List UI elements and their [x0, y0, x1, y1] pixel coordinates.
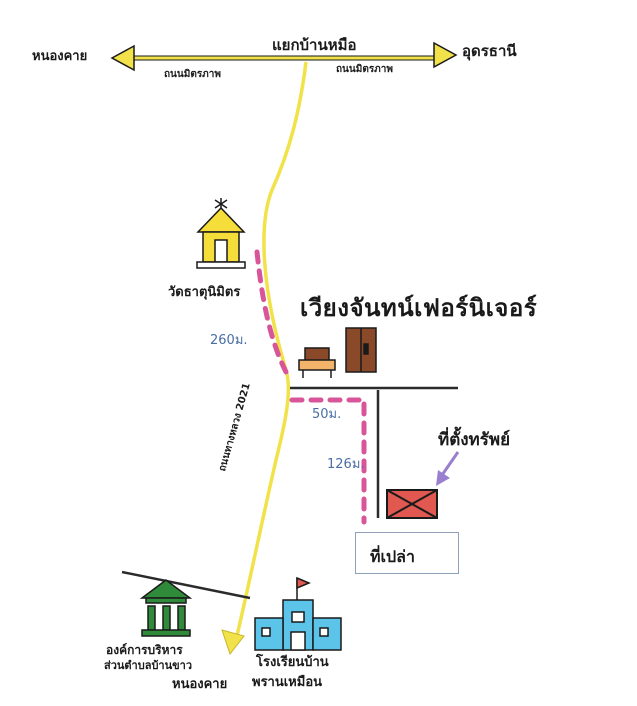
municipal-office-label-line1: องค์การบริหาร — [106, 643, 183, 657]
property-plot-icon — [386, 489, 438, 519]
municipal-office-label-line2: ส่วนตำบลบ้านขาว — [104, 659, 193, 672]
distance-50m: 50ม. — [312, 407, 342, 422]
pointer-arrow-icon — [436, 451, 460, 486]
school-icon — [254, 576, 342, 651]
east-destination-label: อุดรธานี — [462, 42, 517, 60]
east-arrow-icon — [433, 41, 458, 69]
highway-mittraphap — [110, 41, 458, 72]
west-destination-label: หนองคาย — [32, 49, 88, 64]
temple-label: วัดธาตุนิมิตร — [168, 285, 241, 300]
main-road-2021 — [221, 61, 308, 656]
property-location-label: ที่ตั้งทรัพย์ — [438, 430, 511, 450]
road-to-office — [121, 570, 251, 600]
temple-icon — [196, 198, 246, 269]
road-east-label: ถนนมิตรภาพ — [336, 64, 393, 75]
vacant-plot-label: ที่เปล่า — [370, 547, 415, 566]
government-building-icon — [139, 579, 193, 637]
vacant-plot-box: ที่เปล่า — [355, 532, 459, 574]
furniture-icon — [298, 327, 377, 378]
intersection-label: แยกบ้านหมือ — [272, 36, 357, 54]
route-dashed — [254, 249, 367, 525]
south-arrow-icon — [221, 629, 245, 656]
school-label-line2: พรานเหมือน — [252, 675, 323, 690]
south-destination-label: หนองคาย — [172, 677, 228, 692]
furniture-shop-label: เวียงจันทน์เฟอร์นิเจอร์ — [300, 294, 538, 322]
road-west-label: ถนนมิตรภาพ — [164, 69, 221, 80]
west-arrow-icon — [110, 44, 135, 72]
distance-260m: 260ม. — [210, 333, 248, 348]
distance-126m: 126ม. — [327, 457, 365, 472]
school-label-line1: โรงเรียนบ้าน — [256, 655, 329, 670]
